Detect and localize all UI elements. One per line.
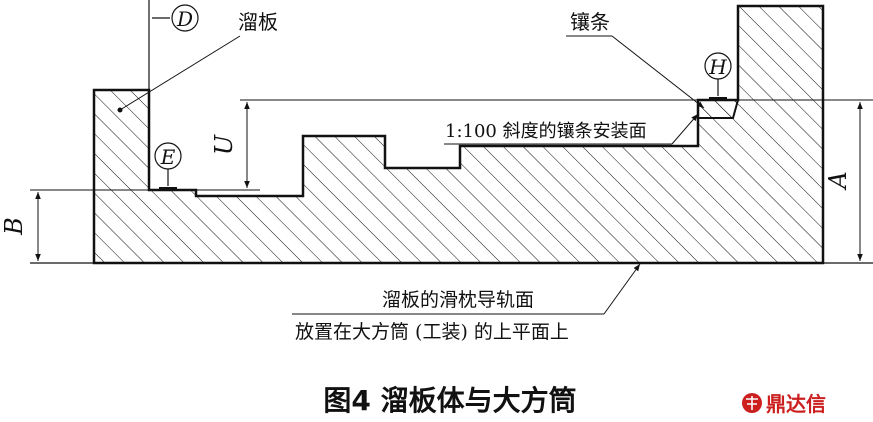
placement-label: 放置在大方筒 (工装) 的上平面上 [295,321,569,343]
logo-text: 鼎达信 [766,392,826,416]
gib-leader [611,35,705,109]
slope-surface-label: 1:100 斜度的镶条安装面 [445,121,647,142]
d-marker-circle [171,4,199,32]
dim-a-label: A [824,171,852,190]
guide-surface-label: 溜板的滑枕导轨面 [382,289,534,311]
guide-leader [603,263,641,315]
figure-caption: 图4 溜板体与大方筒 [323,384,576,417]
d-marker-label: D [176,7,193,31]
saddle-leader [119,35,241,111]
slope-surface-leader [671,113,699,145]
dim-u-label: U [210,134,238,155]
h-marker-label: H [708,55,727,79]
logo: 鼎达信 [742,392,826,416]
gib-label: 镶条 [570,10,610,34]
gib-wedge [697,99,740,119]
saddle-leader-dot [117,107,123,113]
dim-b-label: B [0,217,28,236]
saddle-label: 溜板 [238,10,278,34]
e-marker-label: E [160,145,176,169]
